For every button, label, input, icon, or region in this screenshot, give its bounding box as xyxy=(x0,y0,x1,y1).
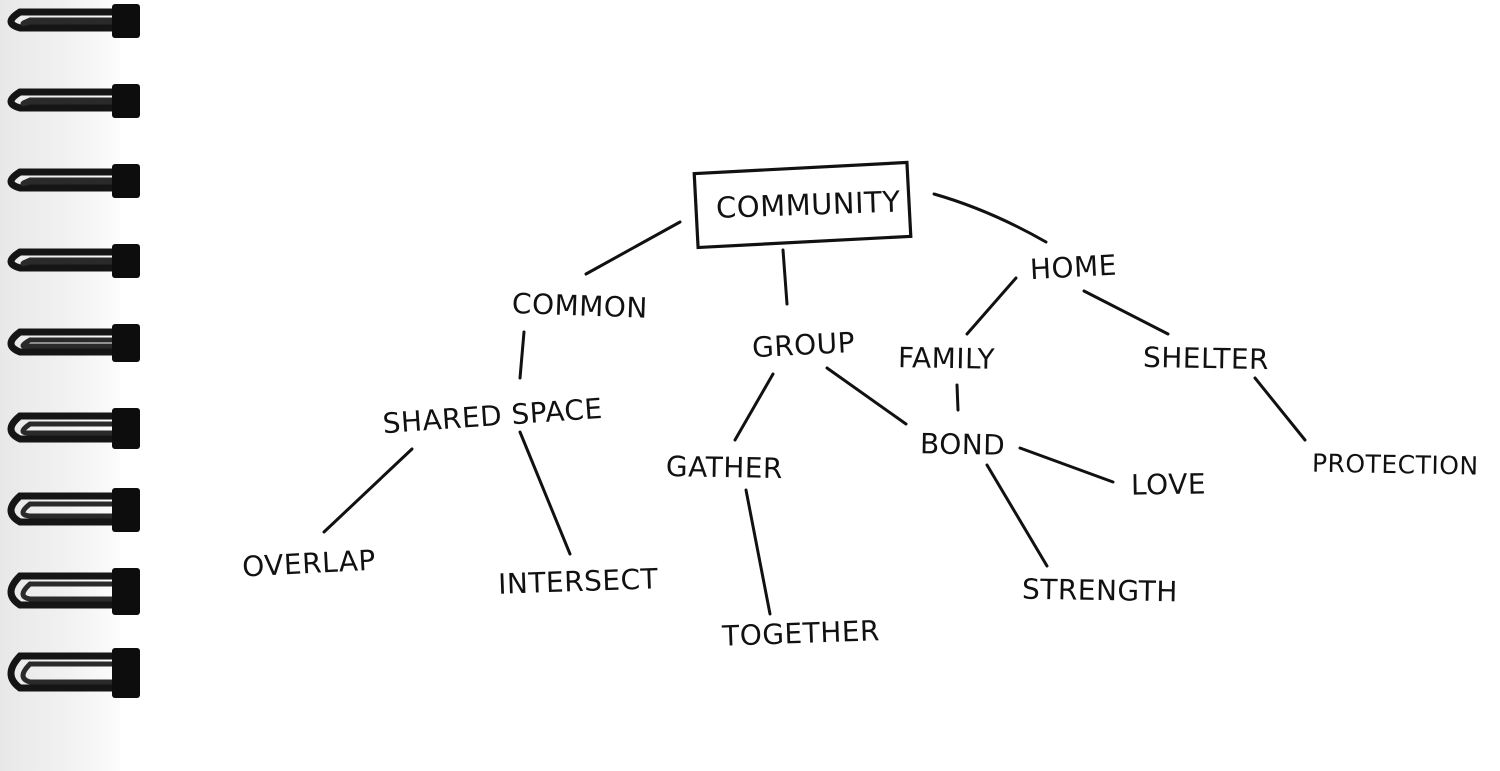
edge-sharedspace-overlap xyxy=(324,449,412,532)
edge-community-common xyxy=(586,222,680,274)
edge-sharedspace-intersect xyxy=(520,432,570,554)
edge-shelter-protection xyxy=(1255,378,1305,440)
node-family: FAMILY xyxy=(898,341,996,376)
node-intersect: INTERSECT xyxy=(498,562,660,601)
edge-community-home xyxy=(934,194,1046,242)
node-overlap: OVERLAP xyxy=(241,544,376,584)
node-shared-space: SHARED SPACE xyxy=(382,392,604,440)
edge-gather-together xyxy=(746,490,770,614)
node-bond: BOND xyxy=(920,427,1006,461)
edge-group-bond xyxy=(827,368,906,424)
edge-bond-love xyxy=(1020,448,1113,482)
node-love: LOVE xyxy=(1131,467,1207,501)
edge-common-sharedspace xyxy=(520,332,524,378)
node-protection: PROTECTION xyxy=(1312,449,1479,481)
node-home: HOME xyxy=(1029,249,1118,287)
node-gather: GATHER xyxy=(666,450,784,485)
edge-bond-strength xyxy=(987,465,1047,566)
node-strength: STRENGTH xyxy=(1022,573,1178,609)
node-together: TOGETHER xyxy=(721,614,881,653)
node-common: COMMON xyxy=(511,287,648,325)
edge-home-family xyxy=(967,278,1016,334)
edge-group-gather xyxy=(735,374,773,440)
node-shelter: SHELTER xyxy=(1143,341,1270,376)
node-community: COMMUNITY xyxy=(715,185,901,225)
node-group: GROUP xyxy=(751,326,856,364)
edge-community-group xyxy=(783,250,787,304)
edge-home-shelter xyxy=(1084,291,1168,334)
edge-family-bond xyxy=(957,385,958,410)
